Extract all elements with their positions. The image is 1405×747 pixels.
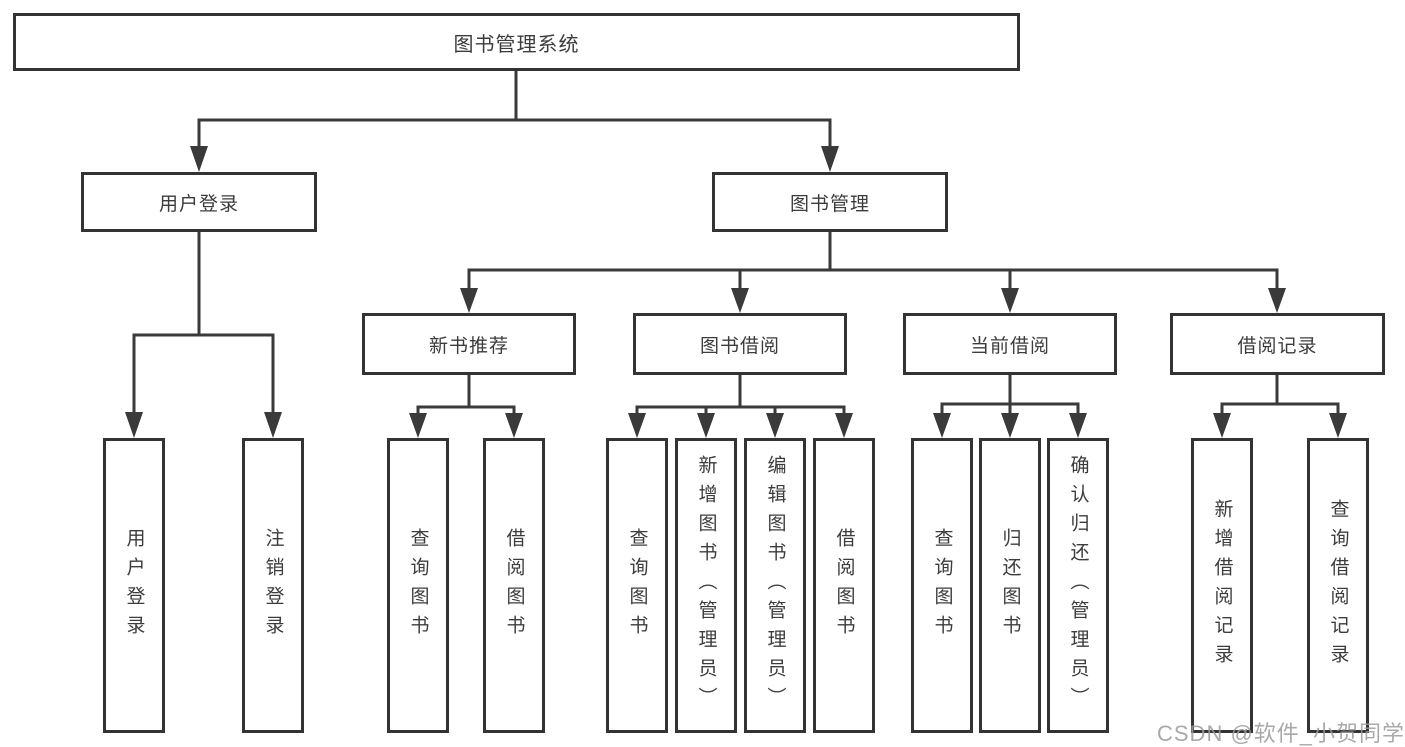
node-user-login: 用户登录 xyxy=(81,172,317,232)
node-label: 用户登录 xyxy=(158,193,239,215)
node-label: 查询图书 xyxy=(626,527,648,644)
node-label: 注销登录 xyxy=(262,527,284,644)
leaf-edit-books-admin: 编辑图书（管理员） xyxy=(744,438,806,733)
node-label: 查询借阅记录 xyxy=(1327,498,1349,673)
node-book-borrow: 图书借阅 xyxy=(633,313,847,375)
node-label: 图书借阅 xyxy=(699,335,780,357)
leaf-return-books: 归还图书 xyxy=(979,438,1041,733)
node-label: 确认归还（管理员） xyxy=(1067,455,1089,716)
node-borrow-records: 借阅记录 xyxy=(1170,313,1385,375)
leaf-borrow-books-recommend: 借阅图书 xyxy=(483,438,545,733)
node-label: 新书推荐 xyxy=(428,335,509,357)
node-book-management: 图书管理 xyxy=(712,172,948,232)
leaf-borrow-books: 借阅图书 xyxy=(813,438,875,733)
leaf-user-login: 用户登录 xyxy=(103,438,165,733)
node-label: 借阅图书 xyxy=(833,527,855,644)
node-label: 查询图书 xyxy=(931,527,953,644)
leaf-add-books-admin: 新增图书（管理员） xyxy=(675,438,737,733)
node-label: 新增借阅记录 xyxy=(1211,498,1233,673)
leaf-add-borrow-record: 新增借阅记录 xyxy=(1191,438,1253,733)
node-label: 借阅记录 xyxy=(1237,335,1318,357)
leaf-logout: 注销登录 xyxy=(242,438,304,733)
node-label: 图书管理 xyxy=(789,193,870,215)
node-new-book-recommend: 新书推荐 xyxy=(362,313,576,375)
node-label: 归还图书 xyxy=(999,527,1021,644)
node-label: 图书管理系统 xyxy=(453,33,580,56)
node-current-borrow: 当前借阅 xyxy=(903,313,1117,375)
node-label: 编辑图书（管理员） xyxy=(764,455,786,716)
leaf-query-books-borrow: 查询图书 xyxy=(606,438,668,733)
leaf-confirm-return-admin: 确认归还（管理员） xyxy=(1047,438,1109,733)
node-label: 借阅图书 xyxy=(503,527,525,644)
leaf-query-books-current: 查询图书 xyxy=(911,438,973,733)
node-library-system: 图书管理系统 xyxy=(13,13,1020,71)
leaf-query-borrow-record: 查询借阅记录 xyxy=(1307,438,1369,733)
node-label: 当前借阅 xyxy=(969,335,1050,357)
node-label: 查询图书 xyxy=(407,527,429,644)
csdn-watermark: CSDN @软件_小贺同学 xyxy=(1157,721,1405,746)
leaf-query-books-recommend: 查询图书 xyxy=(387,438,449,733)
node-label: 新增图书（管理员） xyxy=(695,455,717,716)
node-label: 用户登录 xyxy=(123,527,145,644)
